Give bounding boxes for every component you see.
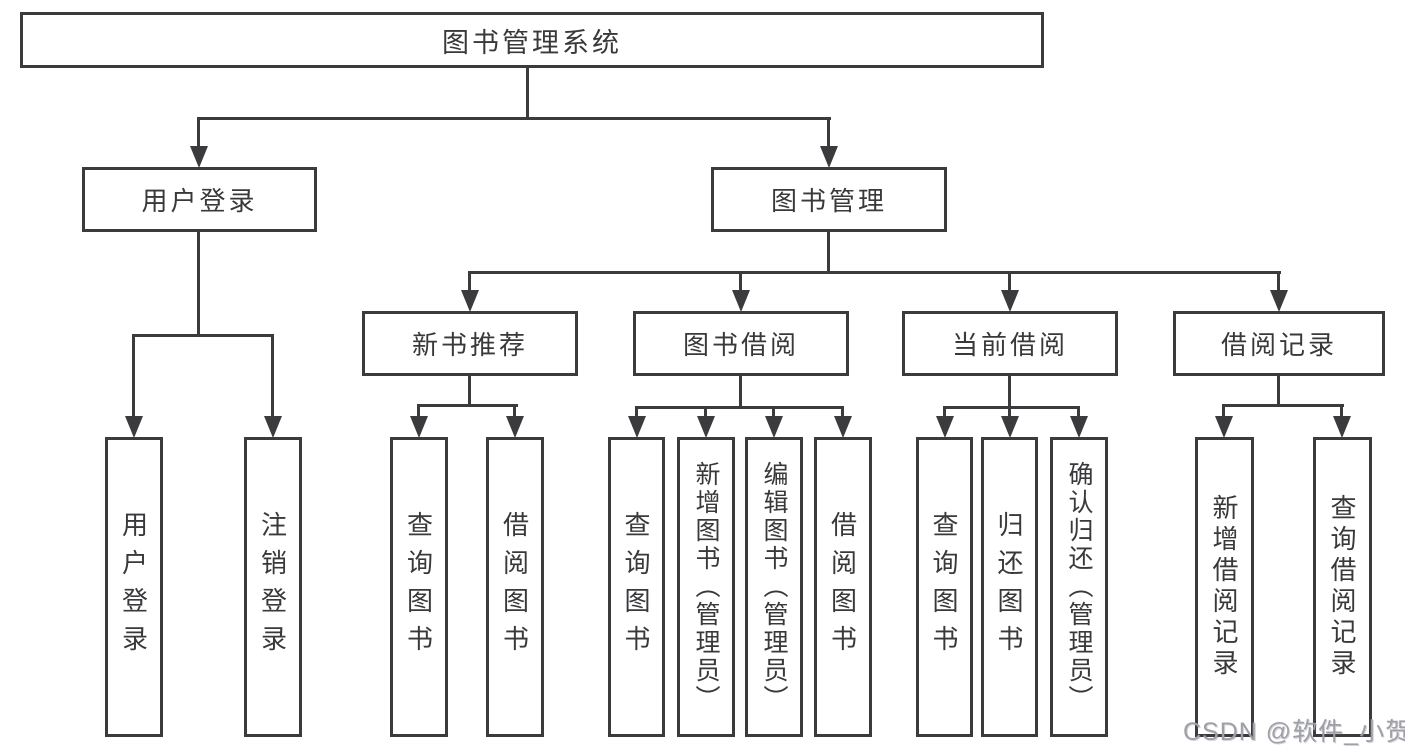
connector-line [704, 406, 707, 418]
connector-current-stem [1008, 374, 1011, 409]
connector-line [1008, 271, 1011, 293]
node-new-book-recommend: 新书推荐 [362, 311, 578, 376]
arrow-down-icon [1001, 416, 1019, 438]
connector-book-mgmt-stem [827, 230, 830, 274]
leaf-borrow-book-recommend: 借阅图书 [486, 437, 544, 737]
connector-line [635, 406, 638, 418]
leaf-confirm-return-admin: 确认归还（管理员） [1050, 437, 1108, 737]
connector-recommend-stem [468, 374, 471, 407]
node-current-borrowing: 当前借阅 [902, 311, 1118, 376]
arrow-down-icon [506, 416, 524, 438]
leaf-label: 用户登录 [118, 511, 149, 663]
leaf-label: 新增图书（管理员） [692, 461, 720, 713]
leaf-label: 查询图书 [621, 511, 651, 663]
connector-line [772, 406, 775, 418]
connector-borrow-rail [635, 406, 844, 409]
node-library-system: 图书管理系统 [20, 12, 1044, 68]
arrow-down-icon [1333, 416, 1351, 438]
connector-user-login-stem [197, 230, 200, 336]
arrow-down-icon [628, 416, 646, 438]
connector-borrow-stem [739, 374, 742, 409]
leaf-label: 查询借阅记录 [1327, 494, 1357, 680]
connector-line [271, 334, 274, 418]
connector-line [513, 404, 516, 418]
node-book-borrowing: 图书借阅 [633, 311, 849, 376]
arrow-down-icon [264, 416, 282, 438]
connector-line [1222, 404, 1225, 418]
node-borrow-records: 借阅记录 [1173, 311, 1385, 376]
connector-line [827, 117, 830, 148]
connector-line [841, 406, 844, 418]
connector-line [132, 334, 135, 418]
leaf-add-borrow-record: 新增借阅记录 [1195, 437, 1254, 737]
leaf-label: 归还图书 [994, 511, 1024, 663]
connector-line [943, 406, 946, 418]
connector-line [197, 117, 200, 148]
arrow-down-icon [410, 416, 428, 438]
connector-level2-rail [197, 117, 831, 120]
connector-root-stem [526, 66, 529, 119]
leaf-label: 新增借阅记录 [1209, 494, 1239, 680]
arrow-down-icon [936, 416, 954, 438]
leaf-borrow-book: 借阅图书 [814, 437, 872, 737]
connector-line [468, 271, 471, 293]
leaf-query-book-borrowing: 查询图书 [608, 437, 665, 737]
connector-user-login-rail [132, 334, 274, 337]
arrow-down-icon [820, 146, 838, 168]
connector-line [1077, 406, 1080, 418]
leaf-user-login: 用户登录 [105, 437, 163, 737]
arrow-down-icon [461, 290, 479, 312]
arrow-down-icon [732, 290, 750, 312]
leaf-label: 查询图书 [929, 511, 959, 663]
leaf-return-book: 归还图书 [981, 437, 1038, 737]
arrow-down-icon [1270, 290, 1288, 312]
leaf-query-borrow-record: 查询借阅记录 [1313, 437, 1372, 737]
connector-records-rail [1222, 404, 1344, 407]
connector-current-rail [943, 406, 1080, 409]
node-user-login: 用户登录 [82, 167, 317, 232]
arrow-down-icon [190, 146, 208, 168]
leaf-query-book-recommend: 查询图书 [390, 437, 448, 737]
leaf-label: 确认归还（管理员） [1065, 461, 1093, 713]
connector-line [1277, 271, 1280, 293]
leaf-query-book-current: 查询图书 [916, 437, 973, 737]
leaf-add-book-admin: 新增图书（管理员） [677, 437, 735, 737]
connector-line [1008, 406, 1011, 418]
arrow-down-icon [834, 416, 852, 438]
leaf-label: 借阅图书 [499, 511, 530, 663]
arrow-down-icon [125, 416, 143, 438]
connector-recommend-rail [417, 404, 518, 407]
connector-level3-rail [468, 271, 1281, 274]
connector-line [417, 404, 420, 418]
arrow-down-icon [1001, 290, 1019, 312]
connector-line [1340, 404, 1343, 418]
arrow-down-icon [1215, 416, 1233, 438]
arrow-down-icon [1070, 416, 1088, 438]
leaf-edit-book-admin: 编辑图书（管理员） [745, 437, 803, 737]
arrow-down-icon [697, 416, 715, 438]
leaf-label: 注销登录 [257, 511, 288, 663]
arrow-down-icon [765, 416, 783, 438]
leaf-label: 查询图书 [403, 511, 434, 663]
leaf-logout: 注销登录 [244, 437, 302, 737]
leaf-label: 编辑图书（管理员） [760, 461, 788, 713]
csdn-watermark: CSDN @软件_小贺同学 [1183, 718, 1405, 746]
connector-records-stem [1277, 374, 1280, 407]
node-book-management: 图书管理 [711, 167, 947, 232]
leaf-label: 借阅图书 [827, 511, 858, 663]
connector-line [739, 271, 742, 293]
